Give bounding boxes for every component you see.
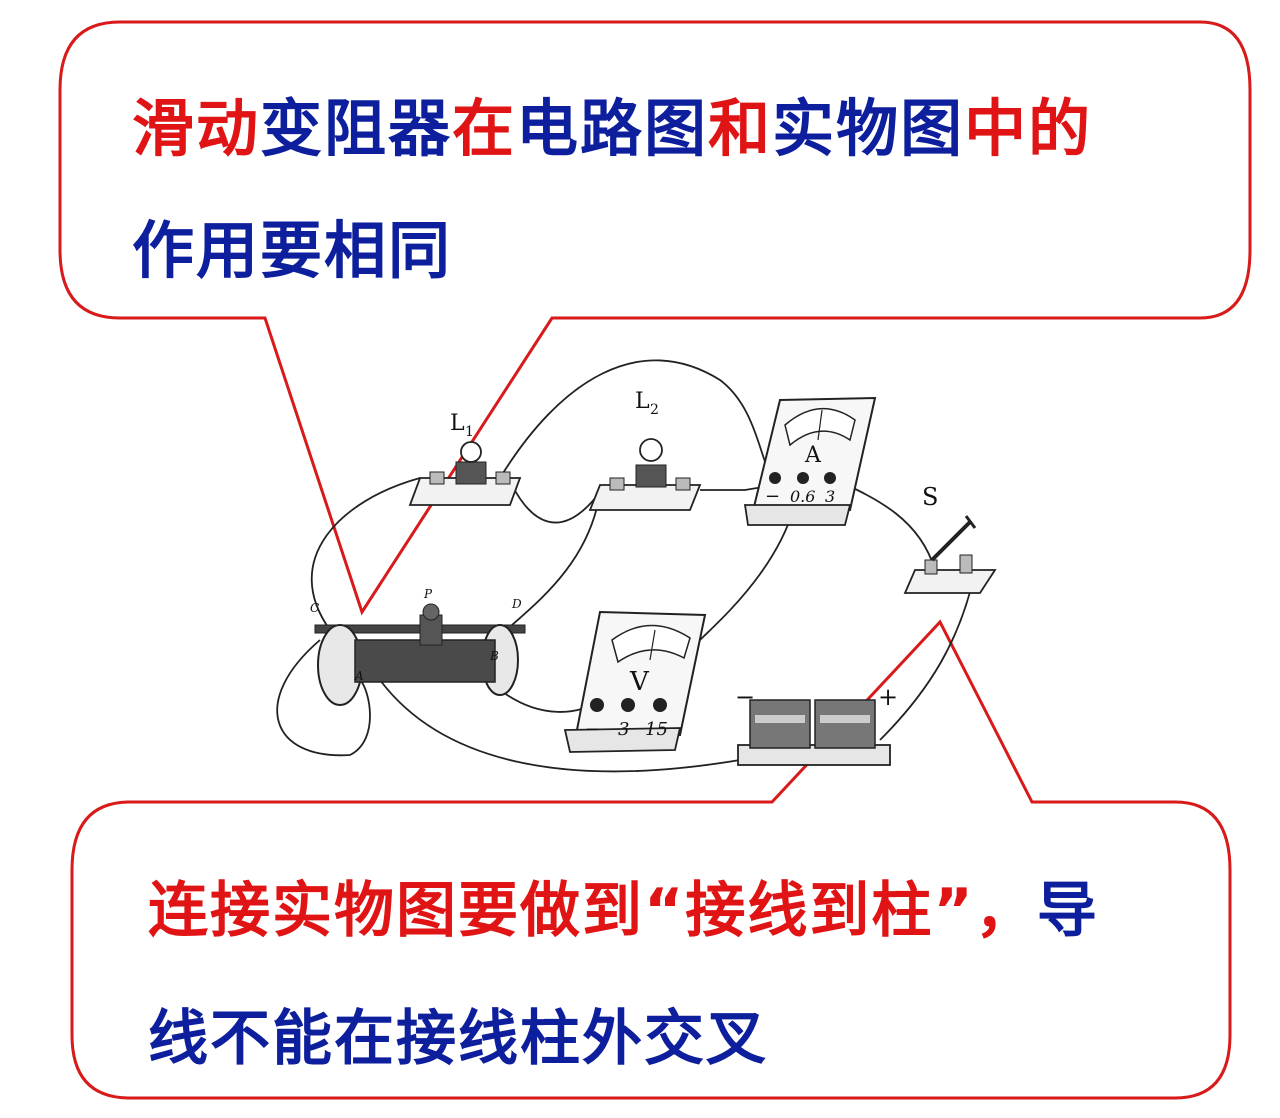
text-segment-blue: 导 <box>1036 876 1099 946</box>
text-segment: 实物图 <box>772 92 965 165</box>
voltmeter-15: 15 <box>645 719 668 740</box>
ammeter-label: A <box>804 443 822 468</box>
ammeter-3: 3 <box>825 487 835 506</box>
battery-minus: − <box>735 683 755 711</box>
switch-label: S <box>922 483 938 511</box>
switch-s: S <box>903 483 997 594</box>
bulb-l2: L 2 <box>588 389 702 511</box>
top-callout-line2: 作用要相同 <box>132 214 453 287</box>
text-segment: 电路图 <box>516 92 709 165</box>
rheostat-c-label: C <box>310 601 319 615</box>
top-callout-line1: 滑动变阻器在电路图和实物图中的 <box>132 78 1092 168</box>
text-segment-red: 连接实物图要做到“接线到柱”， <box>148 876 1037 946</box>
l1-label: L <box>450 411 465 436</box>
bottom-callout-line1: 连接实物图要做到“接线到柱”，导 <box>148 862 1099 949</box>
text-segment: 和 <box>708 92 773 165</box>
wire-s-to-batt <box>879 571 976 741</box>
ammeter-06: 0.6 <box>790 487 815 506</box>
l2-subscript: 2 <box>650 402 659 418</box>
ammeter-minus: − <box>765 486 780 507</box>
text-segment: 变阻器 <box>260 92 453 165</box>
text-segment: 中的 <box>964 92 1093 165</box>
bottom-callout-line2: 线不能在接线柱外交叉 <box>148 1004 768 1074</box>
voltmeter: V − 3 15 <box>563 610 707 753</box>
wire-rheo-c-to-l1 <box>310 477 421 631</box>
rheostat-a-label: A <box>354 669 364 683</box>
text-segment: 滑动 <box>132 92 261 165</box>
rheostat-p-label: P <box>423 587 433 601</box>
voltmeter-3: 3 <box>618 719 629 740</box>
wire-rheo-left-loop <box>276 639 371 757</box>
wire-l1-to-a <box>499 359 776 479</box>
battery: − + <box>735 683 898 766</box>
wires <box>276 359 976 773</box>
battery-plus: + <box>878 683 898 711</box>
voltmeter-label: V <box>629 667 650 697</box>
rheostat-d-label: D <box>511 597 522 611</box>
wire-rheo-to-batt <box>379 679 741 773</box>
bulb-l1: L 1 <box>408 411 522 506</box>
wire-l2-to-rheo-d <box>511 491 601 626</box>
ammeter: A − 0.6 3 <box>743 396 877 526</box>
voltmeter-minus: − <box>585 719 600 740</box>
l1-subscript: 1 <box>465 424 474 440</box>
rheostat: C P D A B <box>310 587 526 706</box>
l2-label: L <box>635 389 650 414</box>
bottom-callout-bubble <box>70 619 1232 1100</box>
rheostat-b-label: B <box>489 649 499 663</box>
wire-l1b-to-l2 <box>511 484 601 524</box>
text-segment: 在 <box>452 92 517 165</box>
